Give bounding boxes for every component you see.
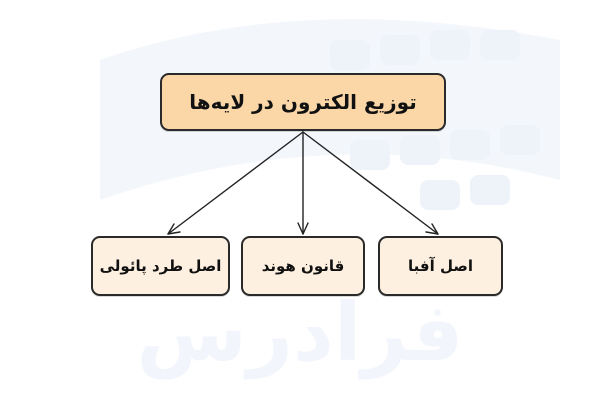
- arrow-to-pauli: [167, 131, 304, 235]
- child-node-pauli-exclusion: اصل طرد پائولی: [91, 236, 230, 296]
- arrow-to-aufbau: [302, 131, 439, 235]
- child-node-hund-rule: قانون هوند: [241, 236, 365, 296]
- root-node: توزیع الکترون در لایه‌ها: [160, 73, 446, 131]
- svg-text:فرادرس: فرادرس: [136, 286, 463, 380]
- child-node-aufbau: اصل آفبا: [378, 236, 503, 296]
- child-node-label: اصل طرد پائولی: [99, 257, 222, 275]
- child-node-label: قانون هوند: [261, 257, 345, 275]
- child-node-label: اصل آفبا: [408, 257, 473, 275]
- root-node-label: توزیع الکترون در لایه‌ها: [189, 90, 417, 114]
